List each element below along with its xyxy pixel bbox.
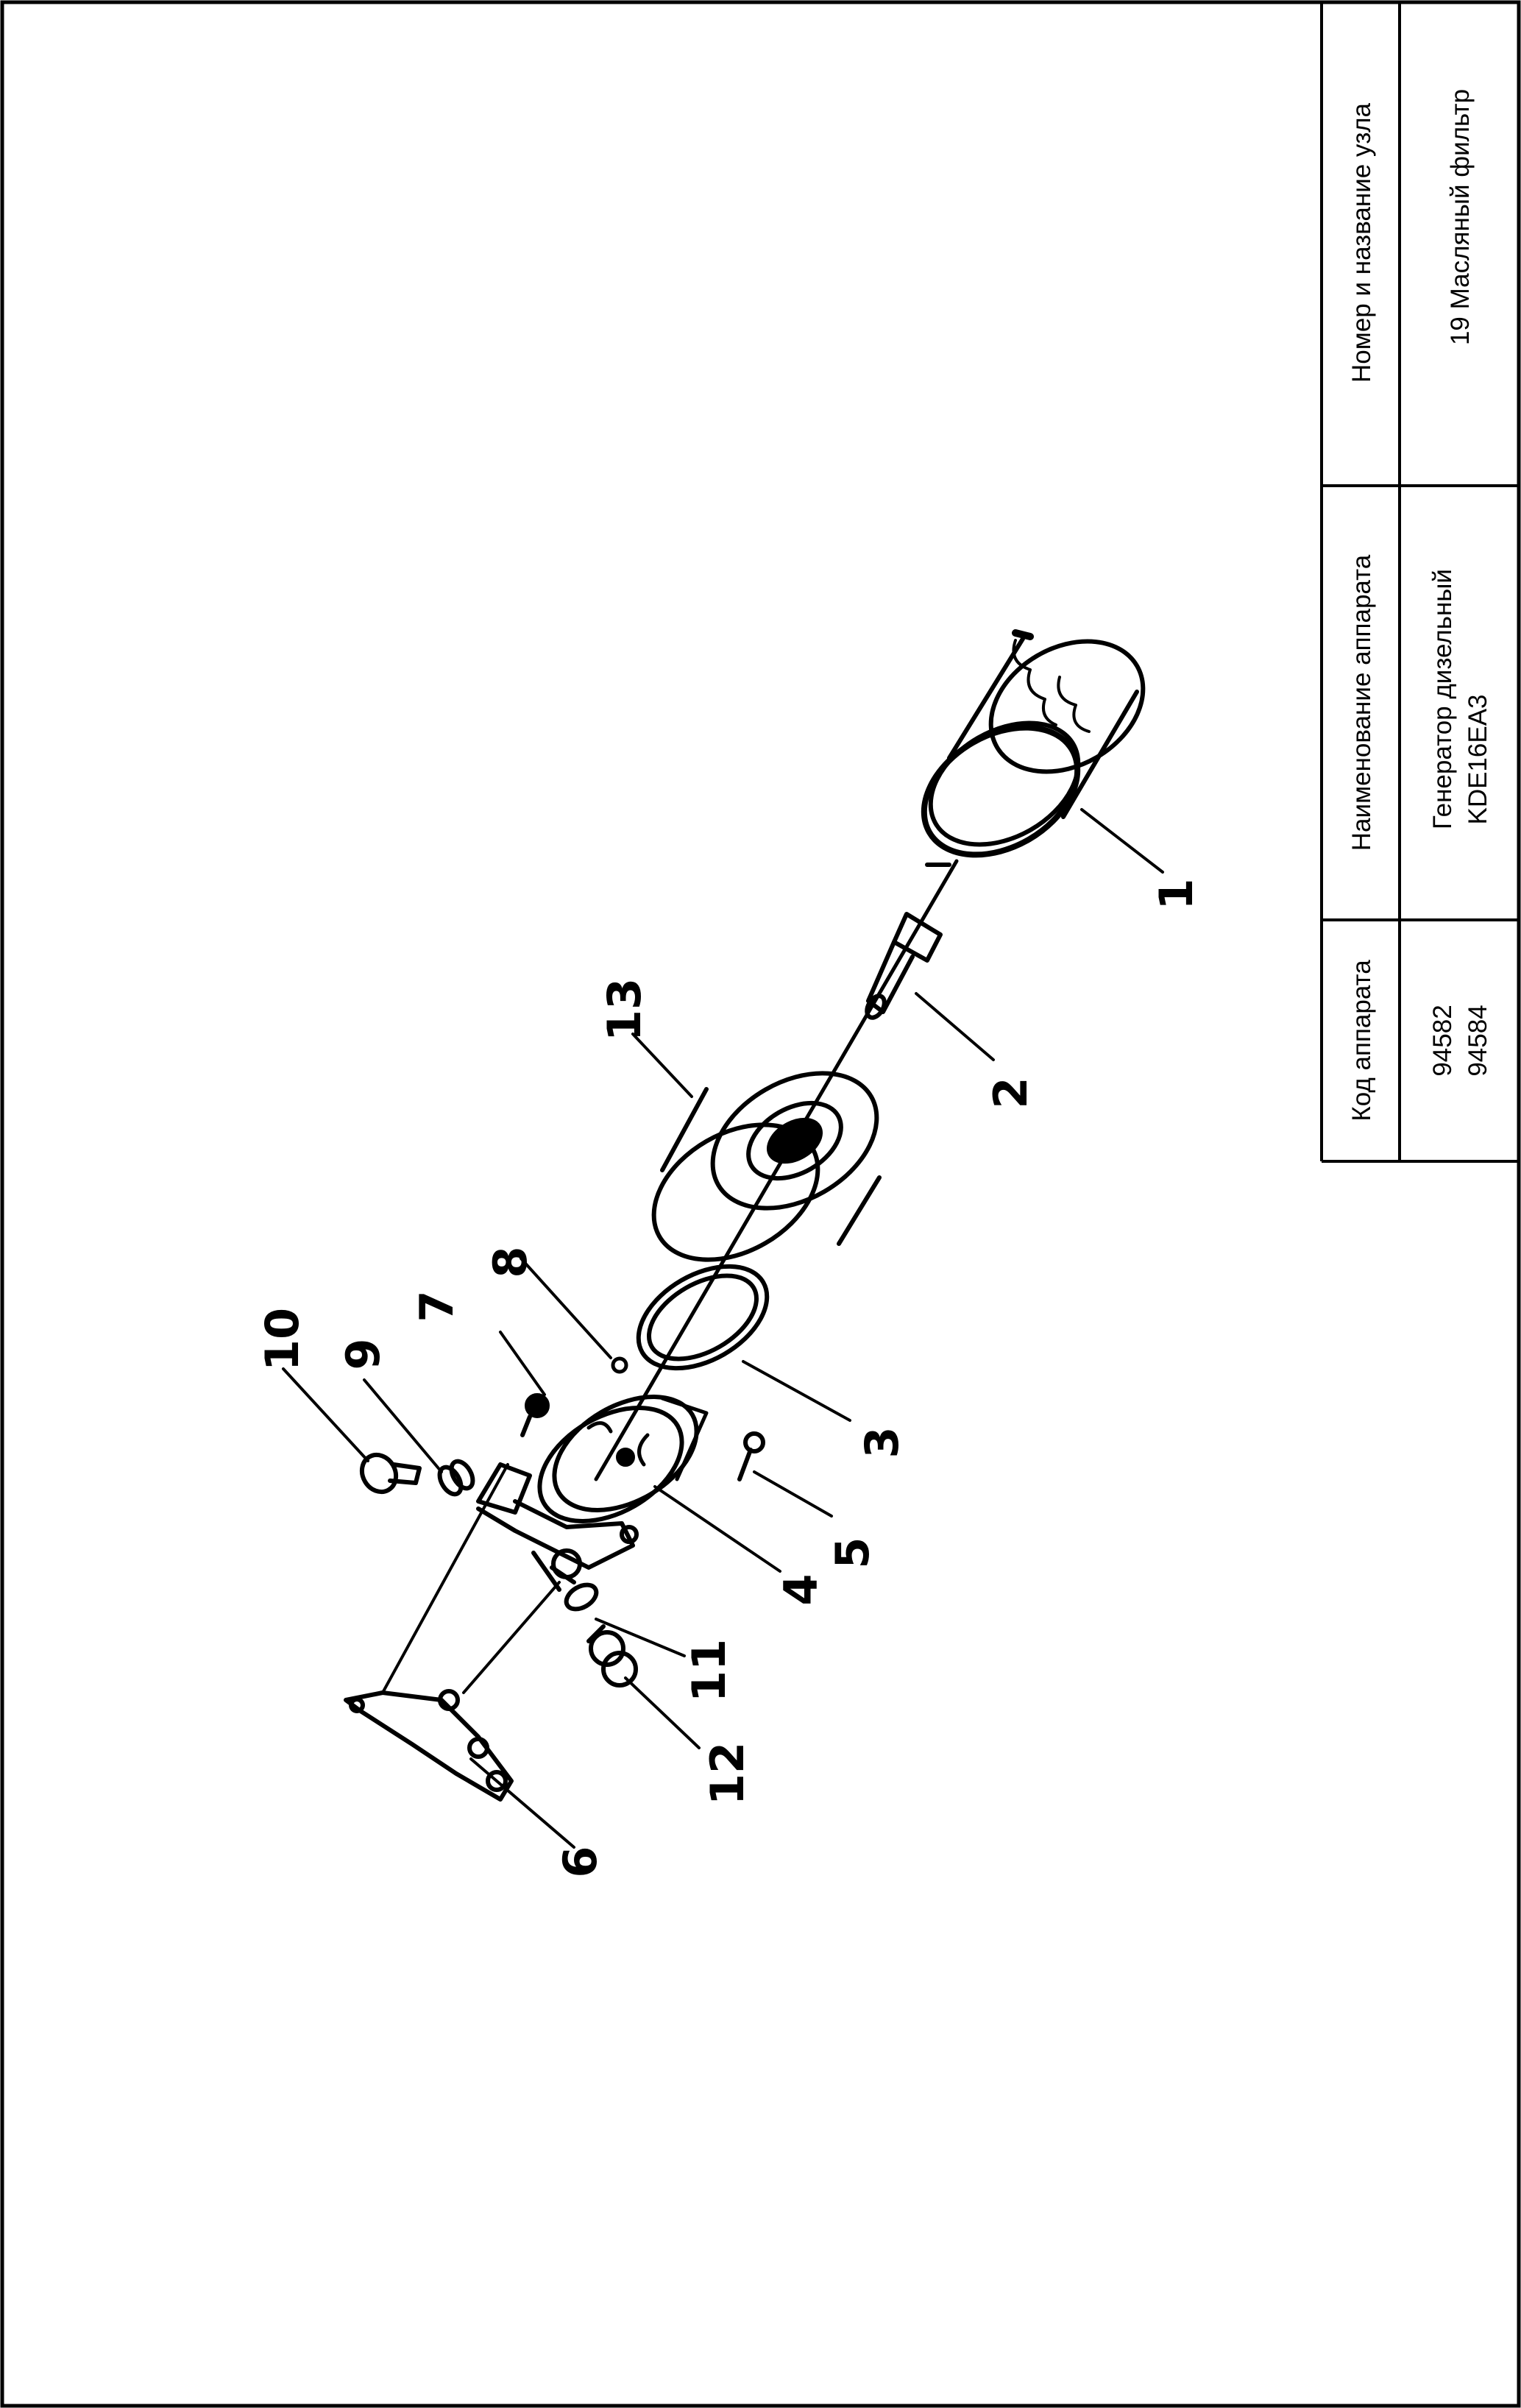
device-code-line1: 94582: [1428, 1005, 1457, 1076]
callout-3: 3: [855, 1426, 909, 1458]
callout-13: 13: [598, 978, 651, 1041]
nut-9: [437, 1459, 475, 1497]
callout-2: 2: [984, 1077, 1038, 1108]
callout-8: 8: [483, 1246, 537, 1278]
callout-10: 10: [255, 1308, 309, 1371]
callout-9: 9: [336, 1338, 390, 1370]
fitting-7: [520, 1393, 550, 1437]
callout-12: 12: [701, 1742, 754, 1805]
o-ring-gasket: [636, 1264, 770, 1371]
callout-5: 5: [826, 1537, 879, 1568]
callout-4: 4: [774, 1573, 828, 1605]
callout-11: 11: [682, 1639, 736, 1702]
title-block: Номер и название узла Наименование аппар…: [1320, 2, 1519, 1163]
unit-header: Номер и название узла: [1347, 102, 1376, 382]
bolt-10: [359, 1452, 422, 1495]
device-name-line2: KDE16EA3: [1464, 694, 1492, 824]
washer-8: [611, 1356, 628, 1374]
unit-value: 19 Масляный фильтр: [1446, 89, 1475, 345]
threaded-nipple: [865, 863, 951, 1020]
bolt-5: [737, 1431, 765, 1481]
callout-7: 7: [410, 1290, 464, 1322]
callout-6: 6: [553, 1846, 607, 1877]
device-code-header: Код аппарата: [1347, 960, 1376, 1122]
oil-filter-canister: [921, 629, 1146, 858]
device-name-line1: Генератор дизельный: [1428, 569, 1457, 829]
filter-head: [537, 1395, 709, 1523]
oil-filter-assembly: [282, 629, 1164, 1849]
callout-1: 1: [1149, 878, 1203, 910]
device-name-header: Наименование аппарата: [1347, 554, 1376, 851]
assembly-axis: [594, 859, 959, 1481]
bracket: [476, 1462, 639, 1592]
part-callouts: 1 2 3 4 5 6 7 8 9 10 11 12 13: [255, 878, 1203, 1877]
oil-cooler: [651, 1071, 882, 1262]
support-plate: [344, 1689, 514, 1802]
leader-lines: [282, 808, 1164, 1849]
plug-12: [586, 1624, 638, 1688]
device-code-line2: 94584: [1464, 1005, 1492, 1076]
